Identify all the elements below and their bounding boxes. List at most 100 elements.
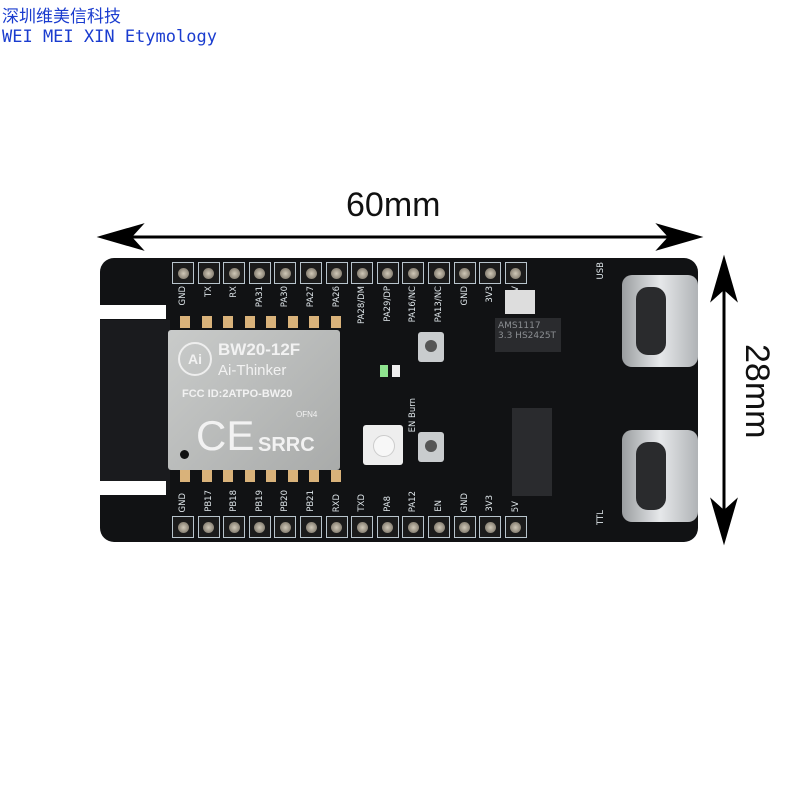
header-pin (300, 262, 322, 284)
pin-hole (459, 521, 471, 533)
header-pin (428, 516, 450, 538)
pin-hole (228, 521, 240, 533)
header-pin (274, 262, 297, 284)
header-pin (351, 262, 374, 284)
pin-hole (203, 521, 215, 533)
pin-hole (510, 267, 522, 279)
pin-label: GND (459, 286, 470, 306)
module-pad (180, 316, 190, 328)
antenna-area (100, 320, 170, 490)
module-pad (223, 316, 233, 328)
pin-label: PB19 (254, 490, 265, 512)
pin-label: TX (203, 286, 214, 298)
pin-label: RX (229, 286, 240, 298)
rgb-led (363, 425, 403, 465)
srrc-mark: SRRC (258, 434, 315, 456)
module-pad (201, 316, 212, 328)
pin-label: 5V (510, 500, 521, 512)
header-pin (479, 516, 502, 538)
pin-hole (484, 267, 496, 279)
pin-label: PA28/DM (357, 286, 368, 324)
pin-hole (382, 521, 394, 533)
pin-hole (254, 521, 266, 533)
pin-hole (510, 521, 522, 533)
burn-label: Burn (408, 398, 418, 418)
pin-hole (305, 521, 317, 533)
pin-label: GND (178, 286, 188, 306)
wifi-module: Ai BW20-12F Ai-Thinker FCC ID:2ATPO-BW20… (168, 330, 340, 470)
usb-serial-chip (512, 408, 552, 496)
module-pad (309, 316, 319, 328)
header-pin (325, 262, 348, 284)
header-pin (172, 262, 194, 284)
pin-label: PB17 (203, 490, 214, 512)
header-pin (376, 516, 399, 538)
module-model: BW20-12F (218, 340, 301, 359)
pin-label: PA13/NC (434, 286, 444, 323)
module-pad (223, 470, 233, 482)
module-pad (330, 470, 341, 482)
header-pin (351, 516, 374, 538)
en-label: EN (408, 420, 418, 433)
header-pin (300, 516, 322, 538)
regulator-chip: AMS1117 3.3 HS2425T (495, 318, 561, 352)
module-brand: Ai-Thinker (218, 362, 287, 379)
ai-logo: Ai (178, 342, 212, 376)
pin-hole (331, 521, 343, 533)
pin-label: 3V3 (485, 286, 496, 303)
width-arrow (96, 223, 704, 251)
pin1-dot (180, 450, 189, 459)
pin-label: PA12 (408, 490, 419, 512)
pin-hole (279, 521, 291, 533)
regulator-line2: 3.3 HS2425T (498, 331, 557, 341)
module-fcc: FCC ID:2ATPO-BW20 (182, 388, 293, 400)
width-dimension: 60mm (346, 186, 441, 224)
height-dimension: 28mm (738, 344, 776, 439)
pin-hole (305, 267, 317, 279)
pin-hole (356, 521, 368, 533)
pin-label: PB21 (306, 490, 316, 512)
board-slot-bottom (100, 481, 166, 495)
led-green (380, 365, 388, 377)
header-pin (274, 516, 297, 538)
module-pad (330, 316, 341, 328)
header-pin (453, 516, 476, 538)
pin-hole (203, 267, 215, 279)
header-pin (172, 516, 194, 538)
header-pin (223, 262, 246, 284)
header-pin (402, 516, 425, 538)
pin-hole (331, 267, 343, 279)
header-pin (453, 262, 476, 284)
pin-label: PA30 (280, 286, 291, 308)
header-pin (504, 516, 527, 538)
burn-button[interactable] (418, 332, 444, 362)
module-code: OFN4 (296, 410, 318, 419)
usb-c-port-ttl[interactable] (622, 430, 698, 522)
header-pin (402, 262, 425, 284)
pin-label: EN (434, 500, 444, 512)
height-arrow (710, 254, 738, 546)
pin-label: PA16/NC (408, 286, 419, 323)
pin-label: PB20 (280, 490, 291, 512)
board-slot-top (100, 305, 166, 319)
module-pad (309, 470, 319, 482)
module-pad (266, 316, 276, 328)
pin-hole (279, 267, 291, 279)
usb-c-port-usb[interactable] (622, 275, 698, 367)
header-pin (479, 262, 502, 284)
en-button[interactable] (418, 432, 444, 462)
pin-hole (228, 267, 240, 279)
module-pad (287, 316, 298, 328)
pin-hole (407, 267, 419, 279)
header-pin (223, 516, 246, 538)
led-white (392, 365, 400, 377)
pin-hole (177, 521, 189, 533)
watermark-chinese: 深圳维美信科技 (2, 7, 121, 27)
regulator-tab (505, 290, 535, 314)
regulator-line1: AMS1117 (498, 321, 541, 331)
header-pin (197, 516, 220, 538)
pin-label: 3V3 (485, 495, 496, 512)
pin-label: PA27 (306, 286, 316, 308)
pin-label: TXD (357, 494, 368, 512)
